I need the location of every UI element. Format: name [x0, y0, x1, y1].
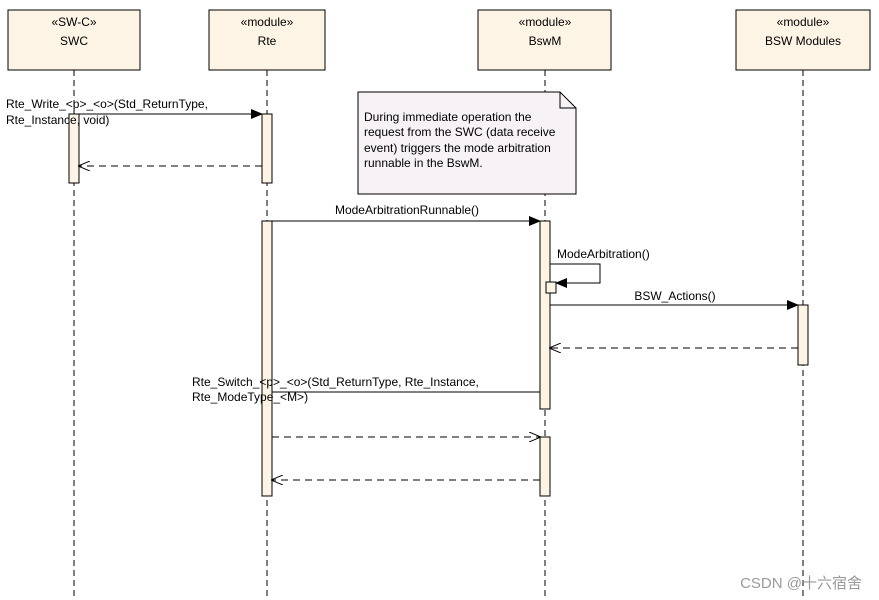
message-label-rte-switch: Rte_Switch_<p>_<o>(Std_ReturnType, Rte_I…	[192, 375, 479, 389]
message-label-mode-arbitration: ModeArbitration()	[557, 247, 650, 261]
activation-bswm-2	[539, 436, 551, 497]
message-label-bsw-actions: BSW_Actions()	[634, 289, 715, 303]
message-label-rte-write: Rte_Instance, void)	[6, 113, 109, 127]
stereotype-label: «module»	[519, 15, 572, 29]
stereotype-label: «module»	[777, 15, 830, 29]
note-line: request from the SWC (data receive	[364, 125, 556, 139]
lifeline-header-bswm: «module» BswM	[477, 9, 612, 71]
message-arrow-mode-arbitration	[550, 263, 601, 288]
note-line: During immediate operation the	[364, 110, 532, 124]
lifeline-header-rte: «module» Rte	[208, 9, 326, 71]
note-line: runnable in the BswM.	[364, 156, 483, 170]
message-label-rte-switch: Rte_ModeType_<M>)	[192, 390, 308, 404]
activation-swc	[68, 113, 80, 184]
message-label-rte-write: Rte_Write_<p>_<o>(Std_ReturnType,	[6, 97, 208, 111]
message-label-mode-arbitration-runnable: ModeArbitrationRunnable()	[335, 203, 479, 217]
note: During immediate operation the request f…	[357, 91, 577, 195]
lifeline-header-bsw-modules: «module» BSW Modules	[735, 9, 871, 71]
activation-rte-2	[261, 220, 273, 497]
lifeline-name: BSW Modules	[765, 34, 841, 48]
watermark-text: CSDN @十六宿舍	[740, 575, 862, 592]
lifeline-header-swc: «SW-C» SWC	[7, 9, 141, 71]
stereotype-label: «module»	[241, 15, 294, 29]
activation-bswm-1	[539, 220, 551, 410]
activation-rte-1	[261, 113, 273, 184]
stereotype-label: «SW-C»	[51, 15, 96, 29]
lifeline-name: SWC	[60, 34, 88, 48]
activation-bsw-modules	[797, 304, 809, 366]
lifeline-name: Rte	[258, 34, 277, 48]
activation-bswm-self	[545, 281, 557, 294]
note-line: event) triggers the mode arbitration	[364, 141, 551, 155]
lifeline-name: BswM	[529, 34, 562, 48]
